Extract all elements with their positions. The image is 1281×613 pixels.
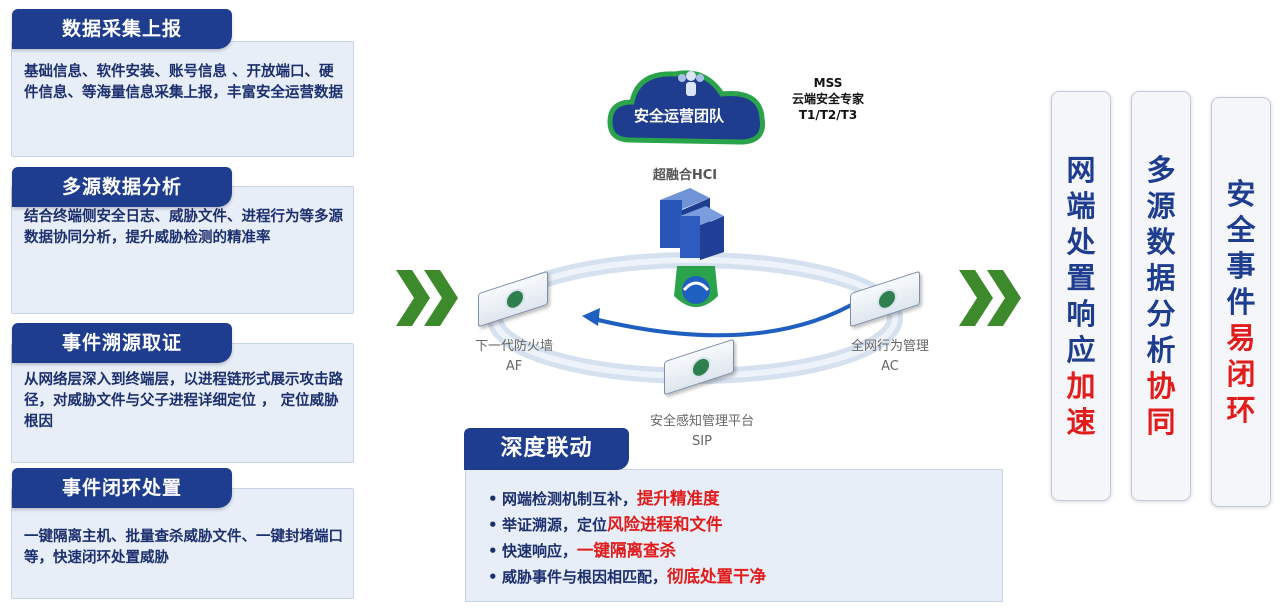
column-char: 件: [1226, 285, 1256, 319]
cloud-label: 安全运营团队: [633, 107, 724, 125]
af-code: AF: [505, 359, 523, 374]
cloud-icon: [607, 70, 766, 145]
linkage-text: 威胁事件与根因相匹配，: [502, 568, 668, 586]
server-icon: [660, 188, 724, 260]
linkage-text: 举证溯源，定位: [502, 516, 608, 534]
af-label: 下一代防火墙 AF: [462, 337, 566, 377]
linkage-text: 快速响应，: [502, 542, 578, 560]
column-char: 网: [1066, 153, 1096, 187]
linkage-highlight: 风险进程和文件: [607, 515, 723, 534]
column-char-highlight: 易: [1226, 321, 1256, 355]
linkage-item: •网端检测机制互补，提升精准度: [488, 489, 720, 508]
chevron-right-icon: [396, 270, 458, 326]
column-char: 源: [1146, 189, 1176, 223]
sip-label: 安全感知管理平台 SIP: [640, 412, 764, 452]
panel-title: 事件溯源取证: [12, 323, 232, 363]
panel-title: 事件闭环处置: [12, 468, 232, 508]
column-char: 置: [1066, 261, 1096, 295]
column-char-highlight: 速: [1066, 405, 1096, 439]
column-char: 处: [1066, 225, 1096, 259]
mss-line: T1/T2/T3: [798, 108, 858, 122]
linkage-text: 网端检测机制互补，: [502, 490, 638, 508]
column-char-highlight: 同: [1146, 405, 1176, 439]
linkage-item: •快速响应，一键隔离查杀: [488, 541, 677, 560]
linkage-highlight: 彻底处置干净: [667, 567, 767, 586]
column-char: 据: [1146, 261, 1176, 295]
column-closed-loop: 安全事件易闭环: [1211, 97, 1271, 507]
panel-body: 基础信息、软件安装、账号信息 、开放端口、硬件信息、等海量信息采集上报，丰富安全…: [11, 41, 354, 157]
shield-icon: [674, 266, 718, 307]
chevron-right-icon: [959, 270, 1021, 326]
column-char: 响: [1066, 297, 1096, 331]
panel-body: 结合终端侧安全日志、威胁文件、进程行为等多源数据协同分析，提升威胁检测的精准率: [11, 186, 354, 314]
column-char: 事: [1226, 249, 1256, 283]
mss-line: 云端安全专家: [791, 92, 864, 106]
team-icon: [676, 68, 706, 98]
column-multisource-collab: 多源数据分析协同: [1131, 91, 1191, 501]
ac-name: 全网行为管理: [850, 339, 929, 354]
mss-line: MSS: [813, 76, 843, 90]
column-char-highlight: 闭: [1226, 357, 1256, 391]
linkage-box: •网端检测机制互补，提升精准度 •举证溯源，定位风险进程和文件 •快速响应，一键…: [465, 469, 1003, 602]
linkage-highlight: 一键隔离查杀: [577, 541, 677, 560]
column-char: 应: [1066, 333, 1096, 367]
column-char-highlight: 环: [1226, 393, 1256, 427]
panel-title: 多源数据分析: [12, 167, 232, 207]
column-char: 数: [1146, 225, 1176, 259]
column-char: 析: [1146, 333, 1176, 367]
ac-label: 全网行为管理 AC: [838, 337, 942, 377]
column-char: 多: [1146, 153, 1176, 187]
column-char: 端: [1066, 189, 1096, 223]
column-char: 全: [1226, 213, 1256, 247]
column-char: 安: [1226, 177, 1256, 211]
linkage-title: 深度联动: [464, 428, 629, 470]
panel-title: 数据采集上报: [12, 9, 232, 49]
linkage-highlight: 提升精准度: [637, 489, 720, 508]
column-char: 分: [1146, 297, 1176, 331]
arrow-head-icon: [582, 308, 600, 326]
panel-body: 从网络层深入到终端层，以进程链形式展示攻击路径，对威胁文件与父子进程详细定位 ，…: [11, 343, 354, 463]
hci-label: 超融合HCI: [652, 168, 718, 183]
sip-code: SIP: [692, 434, 712, 449]
column-response-speedup: 网端处置响应加速: [1051, 91, 1111, 501]
af-name: 下一代防火墙: [474, 339, 553, 354]
column-char-highlight: 加: [1066, 369, 1096, 403]
column-char-highlight: 协: [1146, 369, 1176, 403]
mss-label: MSS 云端安全专家 T1/T2/T3: [780, 75, 876, 123]
sip-name: 安全感知管理平台: [649, 414, 754, 429]
linkage-item: •举证溯源，定位风险进程和文件: [488, 515, 723, 534]
ac-code: AC: [881, 359, 899, 374]
linkage-item: •威胁事件与根因相匹配，彻底处置干净: [488, 567, 767, 586]
